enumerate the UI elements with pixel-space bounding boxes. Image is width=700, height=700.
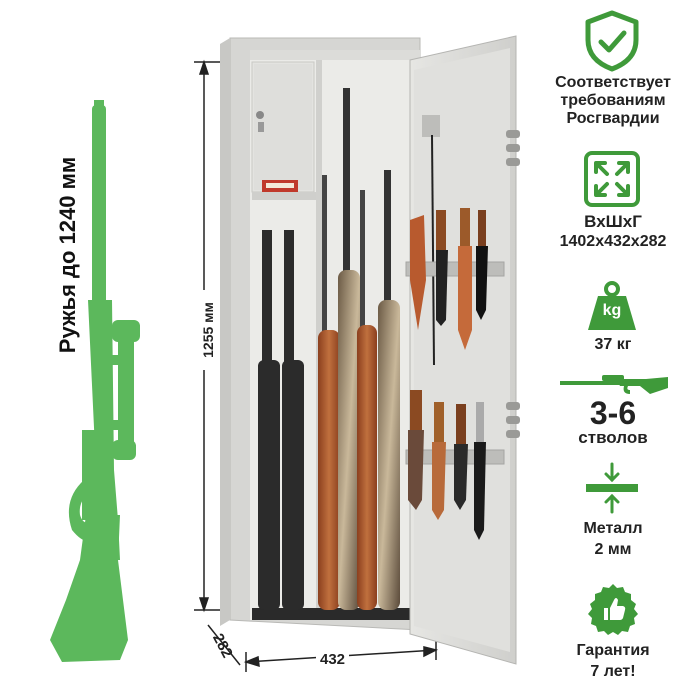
barrels-value: 3-6 (589, 395, 637, 431)
barrels-label: стволов (578, 428, 648, 447)
warranty-label: Гарантия (576, 642, 650, 659)
gun-safe-illustration (220, 35, 520, 665)
weight-kg-icon (588, 281, 636, 330)
expand-arrows-icon (584, 151, 640, 207)
rifle-caption: Ружья до 1240 мм (55, 156, 80, 354)
weight-badge: kg (602, 302, 622, 319)
weight-value: 37 кг (594, 336, 632, 353)
rifle-silhouette-icon (50, 100, 140, 662)
warranty-value: 7 лет! (590, 663, 636, 680)
rifle-icon (560, 375, 668, 394)
rosgvardia-requirements-text: Соответствует требованиям Росгвардии (555, 74, 671, 127)
metal-thickness-icon (586, 462, 638, 514)
thumbs-up-icon (588, 584, 638, 635)
size-label: ВхШхГ (584, 212, 642, 231)
shield-check-icon (585, 10, 639, 72)
metal-value: 2 мм (594, 541, 632, 558)
size-value: 1402x432x282 (559, 233, 667, 250)
metal-label: Металл (583, 520, 643, 537)
width-dimension: 432 (316, 651, 350, 668)
